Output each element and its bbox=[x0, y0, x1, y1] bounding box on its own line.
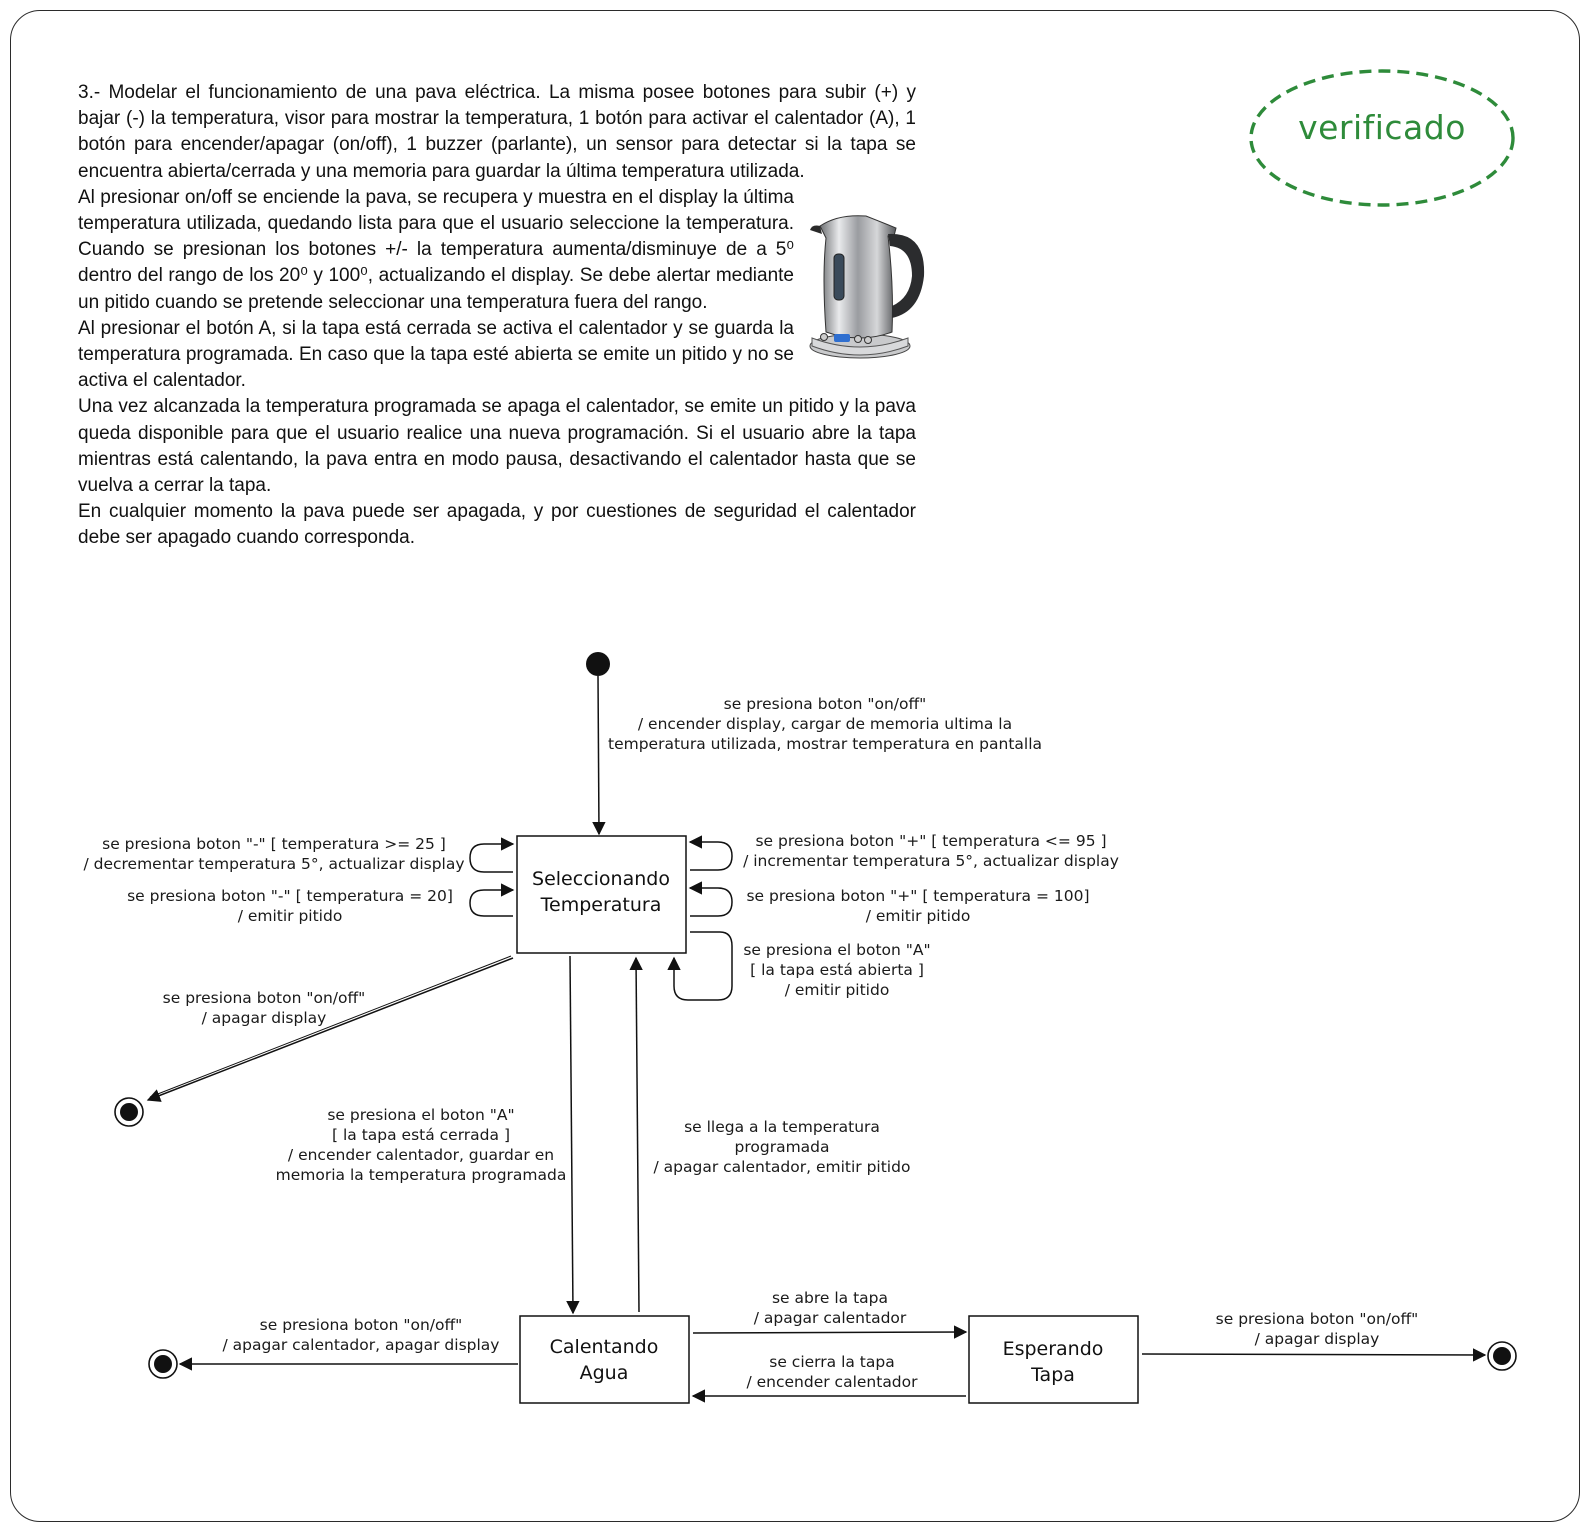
transition-off-waiting-arrow bbox=[1141, 1348, 1487, 1362]
svg-text:se presiona el boton "A": se presiona el boton "A" bbox=[743, 941, 930, 959]
label-initial: se presiona boton "on/off" / encender di… bbox=[608, 695, 1042, 753]
svg-text:/ incrementar temperatura 5°,: / incrementar temperatura 5°, actualizar… bbox=[743, 852, 1119, 870]
transition-off-select-arrow bbox=[146, 957, 514, 1102]
final-state-right bbox=[1487, 1341, 1517, 1371]
svg-text:/ apagar display: / apagar display bbox=[1255, 1330, 1380, 1348]
statement-paragraph-2: Al presionar on/off se enciende la pava,… bbox=[78, 186, 794, 313]
label-lid-close: se cierra la tapa / encender calentador bbox=[746, 1353, 918, 1391]
label-a-open: se presiona el boton "A" [ la tapa está … bbox=[743, 941, 930, 999]
svg-text:se presiona boton "on/off": se presiona boton "on/off" bbox=[724, 695, 927, 713]
final-state-bottom-left bbox=[148, 1349, 178, 1379]
transition-reached-arrow bbox=[629, 956, 643, 1313]
statement-paragraph-1: 3.- Modelar el funcionamiento de una pav… bbox=[78, 82, 916, 182]
svg-text:Temperatura: Temperatura bbox=[540, 894, 662, 916]
label-plus-limit: se presiona boton "+" [ temperatura = 10… bbox=[746, 887, 1089, 925]
label-plus-ok: se presiona boton "+" [ temperatura <= 9… bbox=[743, 832, 1119, 870]
svg-text:[ la tapa está cerrada ]: [ la tapa está cerrada ] bbox=[332, 1126, 510, 1144]
statement-paragraph-4: Una vez alcanzada la temperatura program… bbox=[78, 396, 916, 497]
svg-text:/ encender display, cargar de: / encender display, cargar de memoria ul… bbox=[638, 715, 1012, 733]
statement-paragraph-3: Al presionar el botón A, si la tapa está… bbox=[78, 317, 794, 392]
svg-text:se presiona boton "on/off": se presiona boton "on/off" bbox=[1216, 1310, 1419, 1328]
label-off-waiting: se presiona boton "on/off" / apagar disp… bbox=[1216, 1310, 1419, 1348]
final-state-left bbox=[114, 1097, 144, 1127]
svg-text:/ apagar calentador, apagar di: / apagar calentador, apagar display bbox=[223, 1336, 500, 1354]
svg-text:se presiona boton "+" [ temper: se presiona boton "+" [ temperatura <= 9… bbox=[755, 832, 1106, 850]
svg-text:/ decrementar temperatura 5°,: / decrementar temperatura 5°, actualizar… bbox=[83, 855, 464, 873]
label-a-closed: se presiona el boton "A" [ la tapa está … bbox=[276, 1106, 567, 1184]
svg-text:/ emitir pitido: / emitir pitido bbox=[785, 981, 890, 999]
page-frame bbox=[10, 10, 1580, 1522]
loop-minus-ok bbox=[469, 837, 515, 873]
problem-statement: 3.- Modelar el funcionamiento de una pav… bbox=[78, 80, 916, 552]
svg-text:memoria la temperatura program: memoria la temperatura programada bbox=[276, 1166, 567, 1184]
svg-text:se presiona boton "+" [ temper: se presiona boton "+" [ temperatura = 10… bbox=[746, 887, 1089, 905]
transition-a-closed-arrow bbox=[566, 955, 580, 1315]
svg-text:Seleccionando: Seleccionando bbox=[532, 868, 670, 890]
svg-text:se presiona boton "-" [ temper: se presiona boton "-" [ temperatura >= 2… bbox=[102, 835, 446, 853]
svg-text:se presiona boton "on/off": se presiona boton "on/off" bbox=[260, 1316, 463, 1334]
verified-stamp-text: verificado bbox=[1298, 108, 1466, 147]
svg-text:/ encender calentador: / encender calentador bbox=[746, 1373, 918, 1391]
svg-text:se presiona boton "on/off": se presiona boton "on/off" bbox=[163, 989, 366, 1007]
svg-text:[ la tapa está abierta ]: [ la tapa está abierta ] bbox=[750, 961, 924, 979]
svg-text:se presiona el boton "A": se presiona el boton "A" bbox=[327, 1106, 514, 1124]
svg-text:/ emitir pitido: / emitir pitido bbox=[238, 907, 343, 925]
label-lid-open: se abre la tapa / apagar calentador bbox=[754, 1289, 907, 1327]
state-calentando-agua: Calentando Agua bbox=[519, 1315, 690, 1404]
state-seleccionando-temperatura: Seleccionando Temperatura bbox=[516, 835, 687, 954]
state-esperando-tapa: Esperando Tapa bbox=[968, 1315, 1139, 1404]
svg-text:se presiona boton "-" [ temper: se presiona boton "-" [ temperatura = 20… bbox=[127, 887, 453, 905]
svg-text:/ apagar display: / apagar display bbox=[202, 1009, 327, 1027]
svg-text:temperatura utilizada, mostrar: temperatura utilizada, mostrar temperatu… bbox=[608, 735, 1042, 753]
transition-lid-open-arrow bbox=[692, 1325, 968, 1339]
loop-plus-limit bbox=[688, 881, 733, 917]
svg-text:Calentando: Calentando bbox=[550, 1336, 659, 1358]
svg-text:Esperando: Esperando bbox=[1003, 1338, 1104, 1360]
label-reached: se llega a la temperatura programada / a… bbox=[654, 1118, 911, 1176]
svg-text:/ apagar calentador, emitir pi: / apagar calentador, emitir pitido bbox=[654, 1158, 911, 1176]
label-off-heating: se presiona boton "on/off" / apagar cale… bbox=[223, 1316, 500, 1354]
verified-stamp bbox=[1249, 69, 1515, 207]
loop-a-open bbox=[667, 931, 733, 1001]
initial-state bbox=[586, 652, 610, 676]
electric-kettle-icon bbox=[809, 215, 925, 359]
transition-initial-arrow bbox=[592, 675, 606, 836]
loop-plus-ok bbox=[688, 835, 733, 871]
svg-text:Agua: Agua bbox=[580, 1362, 629, 1384]
label-off-select: se presiona boton "on/off" / apagar disp… bbox=[163, 989, 366, 1027]
loop-minus-limit bbox=[469, 883, 515, 917]
statement-paragraph-5: En cualquier momento la pava puede ser a… bbox=[78, 501, 916, 549]
svg-text:/ emitir pitido: / emitir pitido bbox=[866, 907, 971, 925]
svg-text:/ encender calentador, guardar: / encender calentador, guardar en bbox=[288, 1146, 554, 1164]
svg-text:se llega a la temperatura: se llega a la temperatura bbox=[684, 1118, 880, 1136]
svg-text:/ apagar calentador: / apagar calentador bbox=[754, 1309, 907, 1327]
label-minus-limit: se presiona boton "-" [ temperatura = 20… bbox=[127, 887, 453, 925]
label-minus-ok: se presiona boton "-" [ temperatura >= 2… bbox=[83, 835, 464, 873]
svg-text:programada: programada bbox=[735, 1138, 830, 1156]
svg-text:Tapa: Tapa bbox=[1030, 1364, 1075, 1386]
svg-text:se abre la tapa: se abre la tapa bbox=[772, 1289, 888, 1307]
svg-text:se cierra la tapa: se cierra la tapa bbox=[769, 1353, 894, 1371]
